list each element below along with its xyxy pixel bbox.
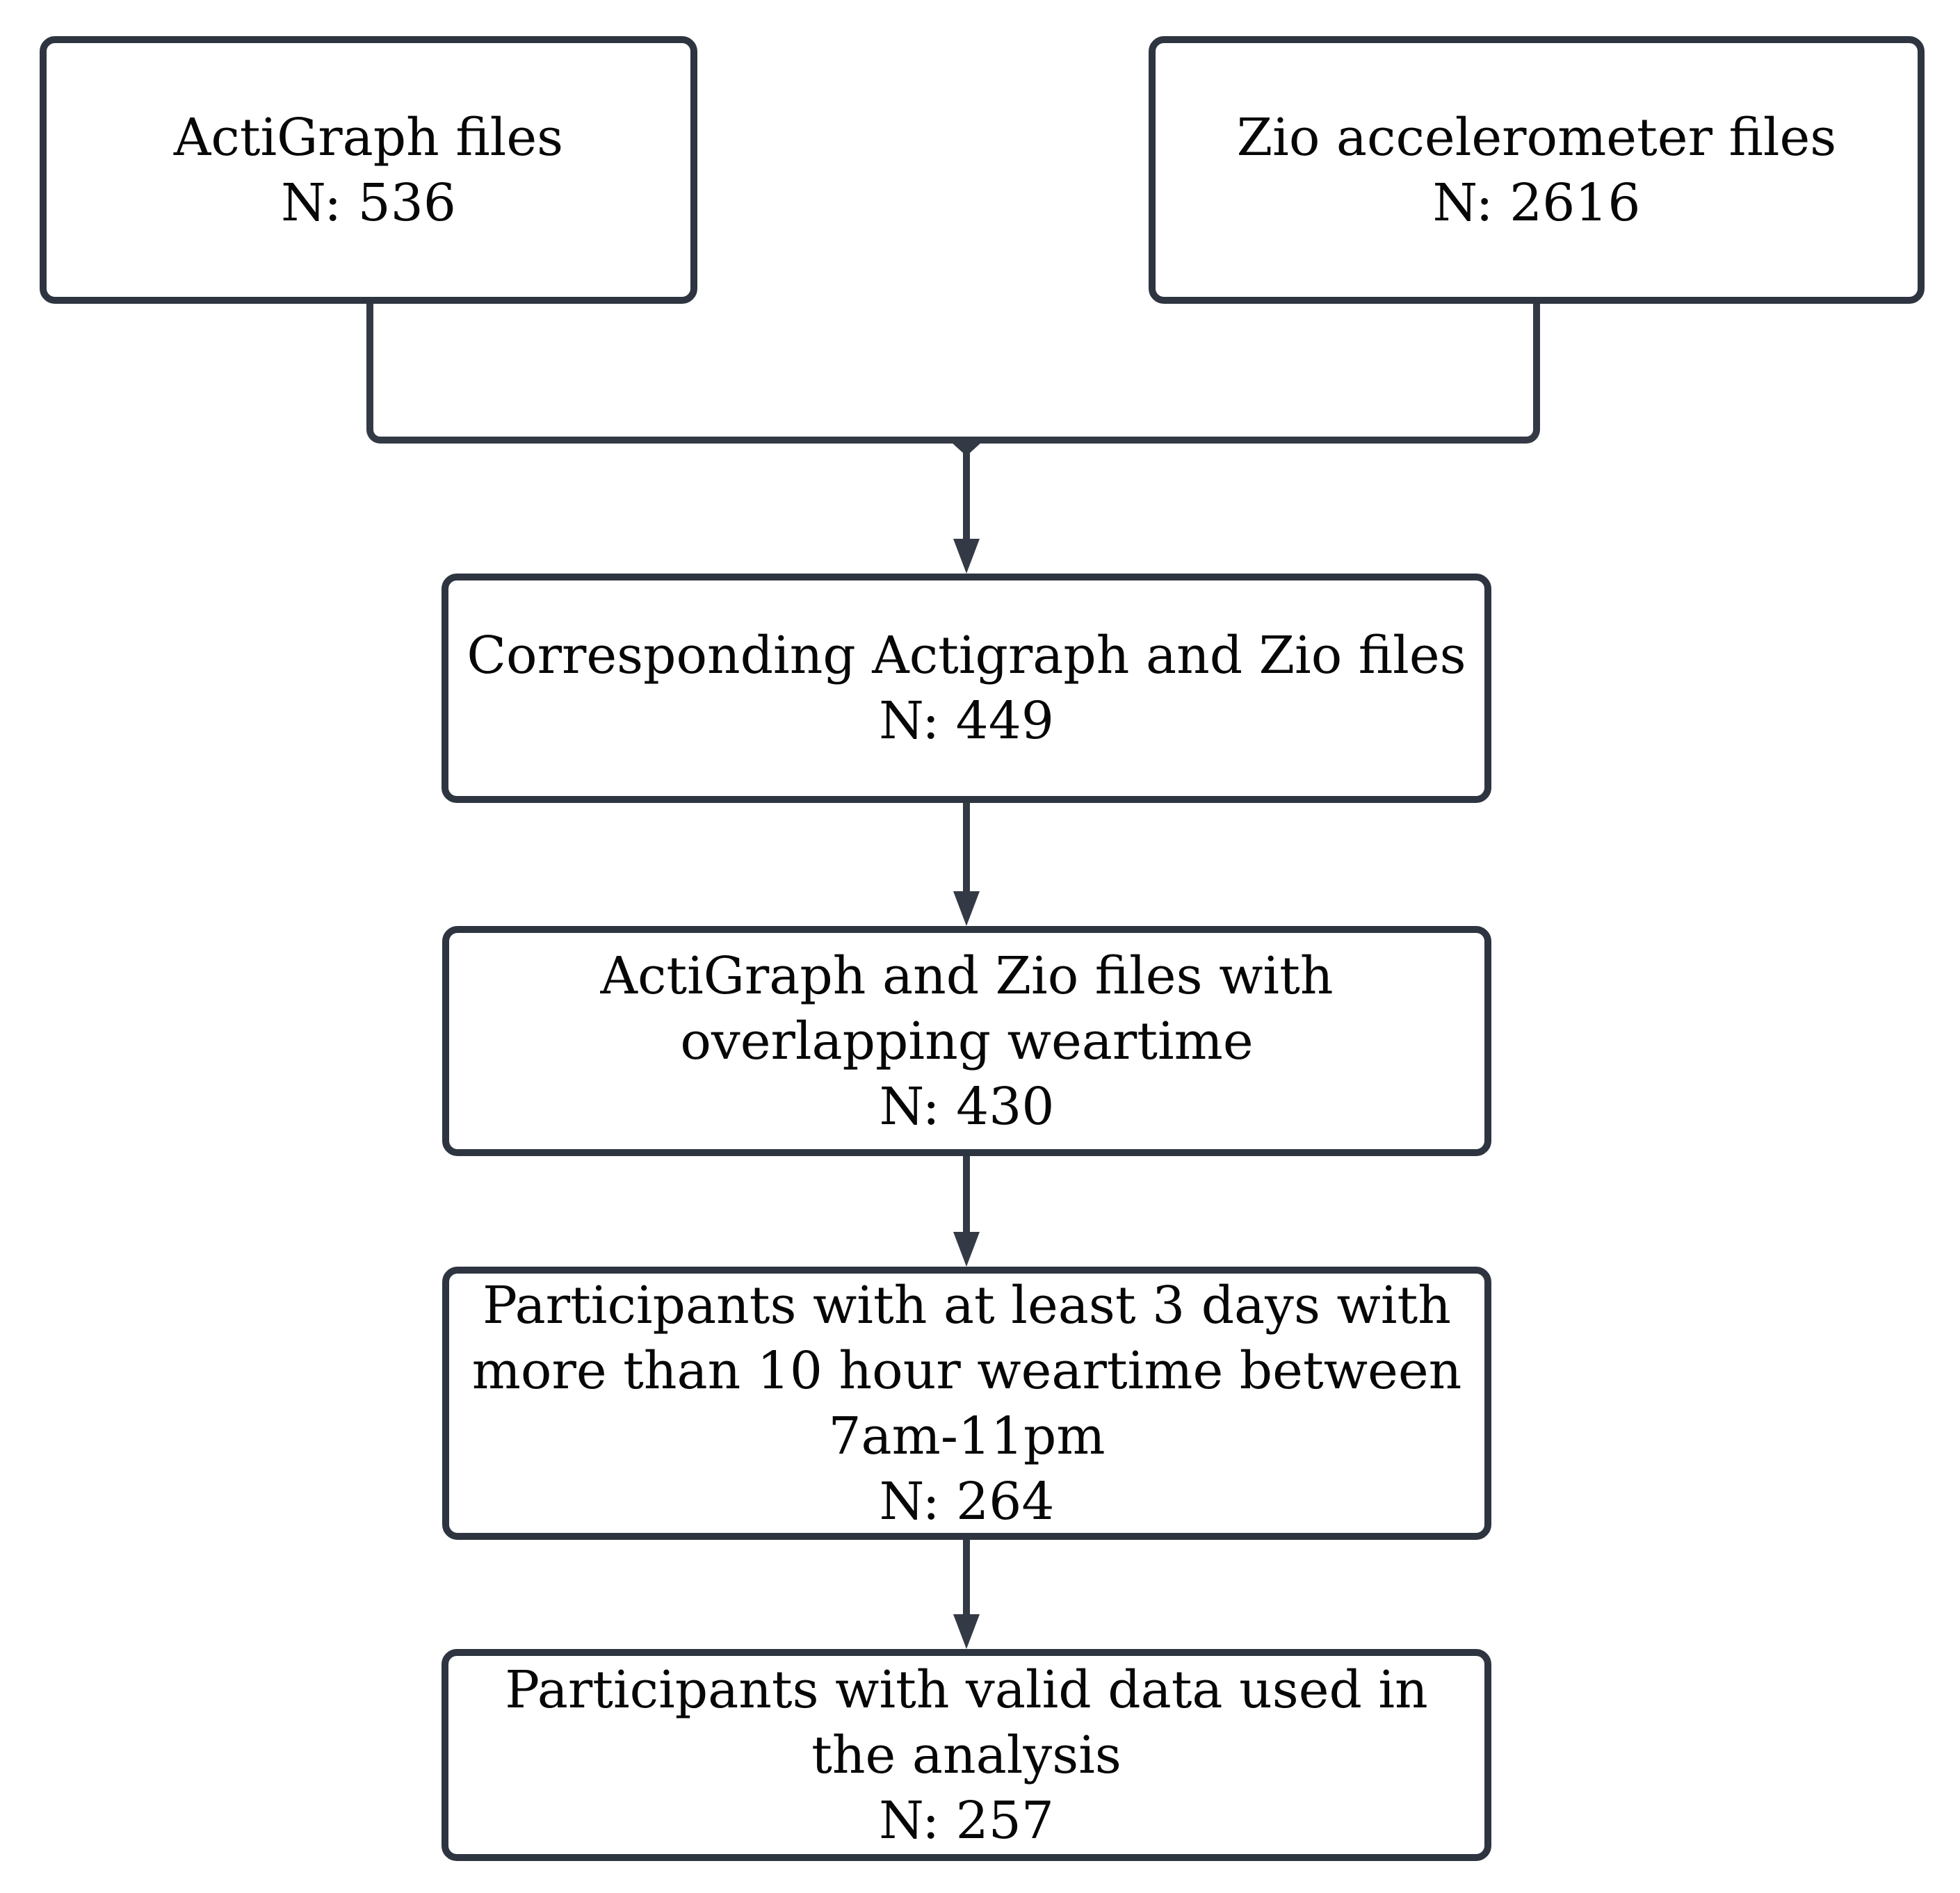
box-text-line: Corresponding Actigraph and Zio files — [467, 626, 1466, 685]
arrow-down-icon — [953, 891, 980, 926]
connector-line — [963, 1540, 970, 1616]
box-actigraph-files: ActiGraph files N: 536 — [40, 36, 697, 304]
box-text-line: Participants with at least 3 days with — [483, 1275, 1451, 1335]
box-text-line: ActiGraph and Zio files with — [600, 945, 1334, 1006]
box-corresponding-files: Corresponding Actigraph and Zio files N:… — [442, 574, 1491, 803]
merge-connector — [366, 304, 1540, 444]
box-count-line: N: 430 — [879, 1076, 1055, 1137]
box-min-weartime: Participants with at least 3 days with m… — [442, 1267, 1491, 1540]
box-text-line: Zio accelerometer files — [1236, 107, 1837, 168]
box-text-line: more than 10 hour weartime between — [471, 1340, 1462, 1401]
box-count-line: N: 257 — [879, 1790, 1054, 1851]
arrow-down-icon — [953, 1614, 980, 1649]
box-count-line: N: 449 — [879, 691, 1054, 751]
box-overlapping-weartime: ActiGraph and Zio files with overlapping… — [442, 926, 1491, 1156]
arrow-down-icon — [953, 539, 980, 574]
box-text-line: ActiGraph files — [173, 107, 564, 168]
connector-line — [963, 1156, 970, 1233]
connector-line — [963, 803, 970, 893]
box-text-line: Participants with valid data used in — [505, 1659, 1428, 1720]
box-valid-data-analysis: Participants with valid data used in the… — [442, 1649, 1491, 1861]
box-text-line: the analysis — [811, 1725, 1121, 1785]
box-count-line: N: 2616 — [1432, 172, 1641, 233]
box-text-line: 7am-11pm — [828, 1406, 1105, 1466]
box-count-line: N: 264 — [879, 1471, 1055, 1532]
connector-line — [963, 440, 970, 539]
box-count-line: N: 536 — [281, 172, 456, 233]
box-zio-accelerometer-files: Zio accelerometer files N: 2616 — [1149, 36, 1925, 304]
arrow-down-icon — [953, 1232, 980, 1267]
box-text-line: overlapping weartime — [680, 1011, 1254, 1071]
